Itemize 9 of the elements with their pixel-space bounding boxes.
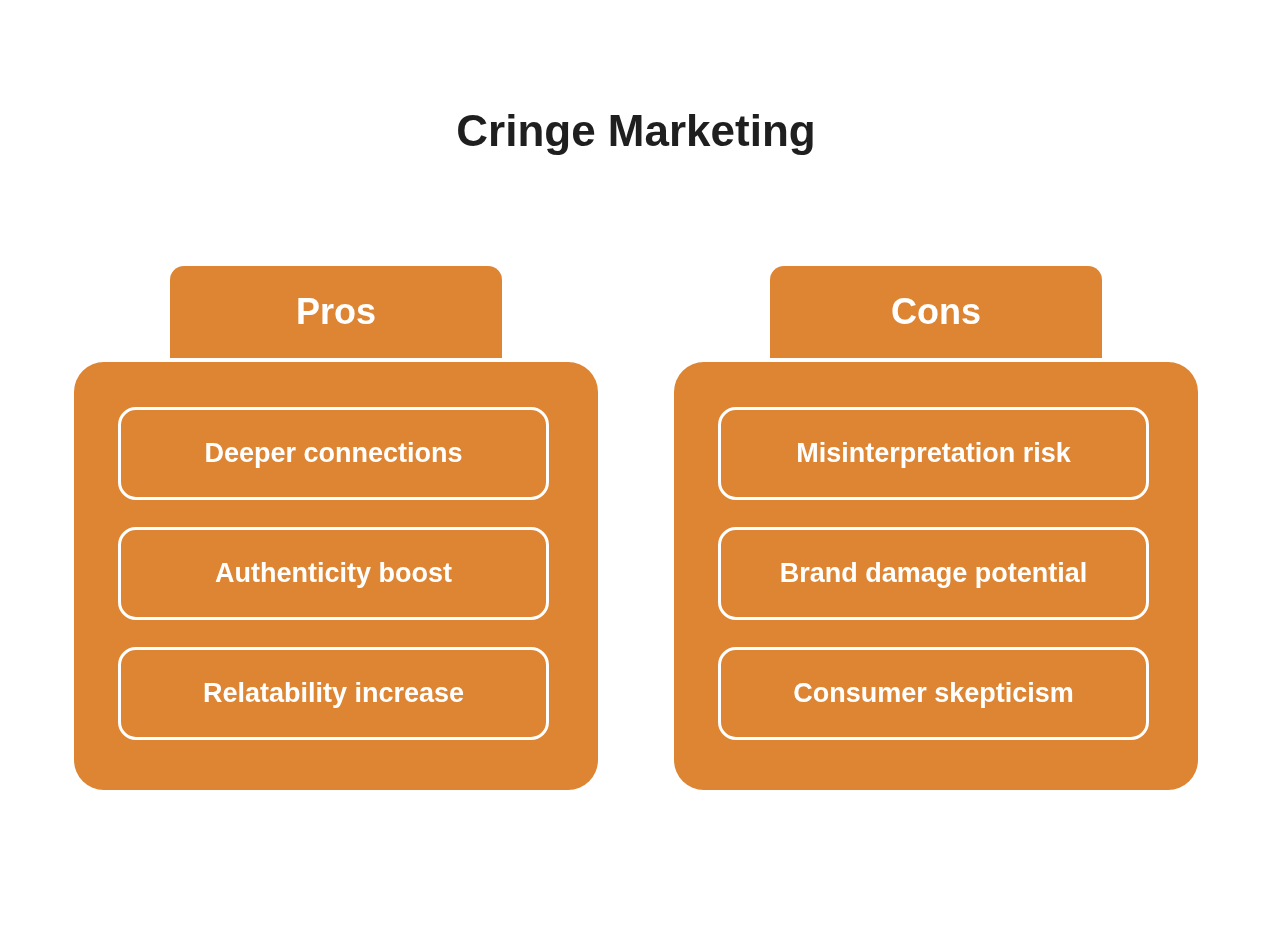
list-item-box: Brand damage potential xyxy=(718,527,1149,620)
list-item-box: Consumer skepticism xyxy=(718,647,1149,740)
list-item-box: Misinterpretation risk xyxy=(718,407,1149,500)
list-item-box: Authenticity boost xyxy=(118,527,549,620)
diagram-title: Cringe Marketing xyxy=(455,106,817,156)
list-item-box: Relatability increase xyxy=(118,647,549,740)
column-heading-tab: Pros xyxy=(170,266,502,358)
list-item-box: Deeper connections xyxy=(118,407,549,500)
column-heading-tab: Cons xyxy=(770,266,1102,358)
